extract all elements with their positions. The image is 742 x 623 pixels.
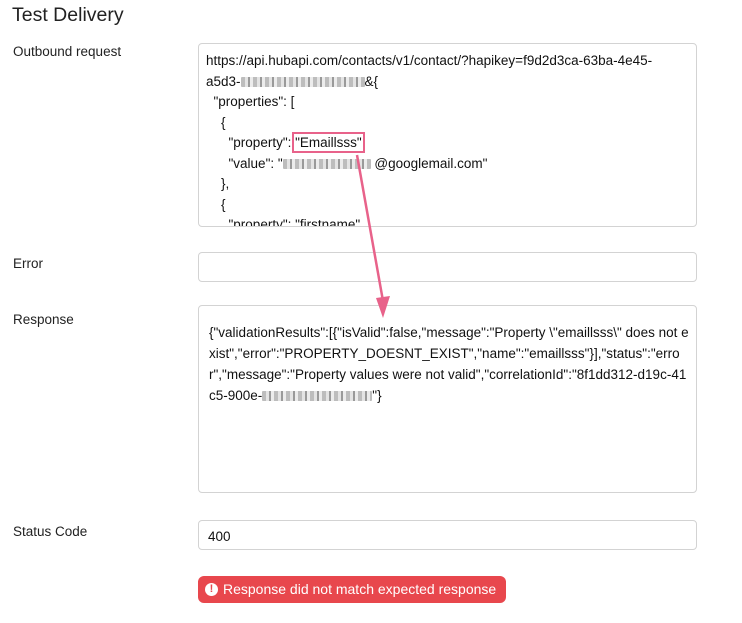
outbound-line: &{ [364, 73, 379, 89]
outbound-request-textarea[interactable]: https://api.hubapi.com/contacts/v1/conta… [198, 43, 697, 227]
status-code-value: 400 [208, 529, 231, 544]
outbound-line: , [361, 135, 366, 150]
error-label: Error [13, 256, 43, 271]
outbound-line: "property": "firstname", [206, 217, 364, 226]
response-label: Response [13, 312, 74, 327]
outbound-line: "properties": [ [206, 94, 295, 109]
exclamation-circle-icon: ! [205, 583, 218, 596]
outbound-line: { [206, 114, 226, 130]
response-mismatch-alert: ! Response did not match expected respon… [198, 576, 507, 603]
outbound-line: "value": " [206, 155, 283, 171]
outbound-line: @googlemail.com" [374, 155, 488, 171]
outbound-line: "property": [206, 135, 296, 150]
outbound-line: a5d3- [206, 73, 241, 89]
response-textarea[interactable]: {"validationResults":[{"isValid":false,"… [198, 305, 697, 493]
redacted-correlation-id [262, 391, 373, 402]
status-code-field[interactable]: 400 [198, 520, 697, 550]
redacted-api-key [240, 76, 365, 87]
redacted-email-user [282, 158, 371, 169]
outbound-line: }, [206, 176, 230, 191]
alert-text: Response did not match expected response [223, 581, 497, 597]
response-text: {"validationResults":[{"isValid":false,"… [209, 325, 689, 403]
outbound-request-label: Outbound request [13, 44, 122, 59]
outbound-line: https://api.hubapi.com/contacts/v1/conta… [206, 53, 653, 68]
highlighted-property-value: "Emaillsss" [292, 132, 365, 153]
response-text: "} [372, 388, 382, 403]
page-title: Test Delivery [12, 4, 124, 26]
outbound-line: { [206, 196, 226, 212]
status-code-label: Status Code [13, 524, 88, 539]
error-value [199, 253, 696, 261]
error-field[interactable] [198, 252, 697, 282]
outbound-request-content: https://api.hubapi.com/contacts/v1/conta… [199, 44, 696, 226]
response-content: {"validationResults":[{"isValid":false,"… [199, 306, 696, 406]
